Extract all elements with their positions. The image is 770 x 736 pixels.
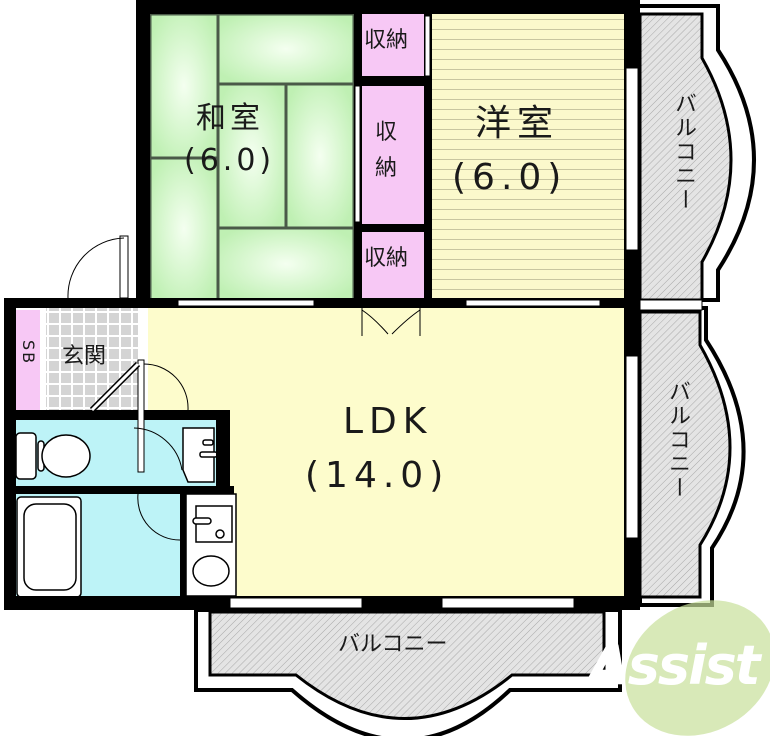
hand-sink xyxy=(182,427,218,483)
balcony-east-upper xyxy=(625,4,756,302)
logo-leaf-icon xyxy=(625,600,770,736)
washitsu-tatami xyxy=(148,12,356,302)
doors xyxy=(67,235,421,541)
washbasin xyxy=(192,505,233,587)
windows xyxy=(177,15,639,609)
storage-middle-label-2: 納 xyxy=(375,156,398,181)
storage-bottom-label: 収納 xyxy=(364,246,409,271)
genkan-floor xyxy=(46,308,138,410)
ldk-size: (14.0) xyxy=(305,455,450,496)
balcony-south-label: バルコニー xyxy=(338,632,448,657)
genkan-label: 玄関 xyxy=(62,344,107,369)
balcony-south xyxy=(194,608,622,736)
balcony-east-lower xyxy=(638,299,746,607)
storage-closets xyxy=(362,14,424,298)
ldk-name: LDK xyxy=(343,401,433,442)
youshitsu-floor xyxy=(430,14,628,302)
storage-top-label: 収納 xyxy=(364,28,409,53)
bathtub xyxy=(16,496,82,598)
storage-middle-label-1: 収 xyxy=(375,120,398,145)
washitsu-size: (6.0) xyxy=(184,143,276,178)
shoe-box-label: SB xyxy=(19,340,38,366)
youshitsu-size: (6.0) xyxy=(452,157,568,198)
youshitsu-name: 洋室 xyxy=(475,103,560,144)
toilet-fixture xyxy=(15,432,91,480)
assist-logo: Assist xyxy=(588,634,761,697)
shoe-box xyxy=(16,310,40,410)
washitsu-name: 和室 xyxy=(196,101,264,136)
balcony-east-upper-label: バルコニー xyxy=(671,92,696,212)
balcony-east-lower-label: バルコニー xyxy=(665,380,690,500)
